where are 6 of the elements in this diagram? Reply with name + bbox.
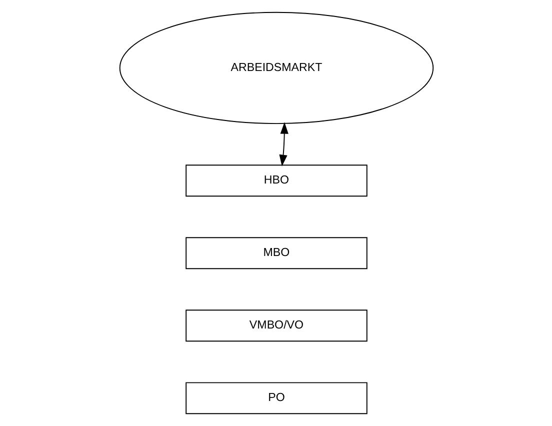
node-box: HBO bbox=[185, 164, 367, 197]
node-ellipse: ARBEIDSMARKT bbox=[118, 12, 434, 124]
node-box: MBO bbox=[185, 237, 367, 270]
arrow bbox=[278, 122, 288, 166]
node-box: VMBO/VO bbox=[185, 310, 367, 342]
node-box: PO bbox=[185, 382, 367, 414]
